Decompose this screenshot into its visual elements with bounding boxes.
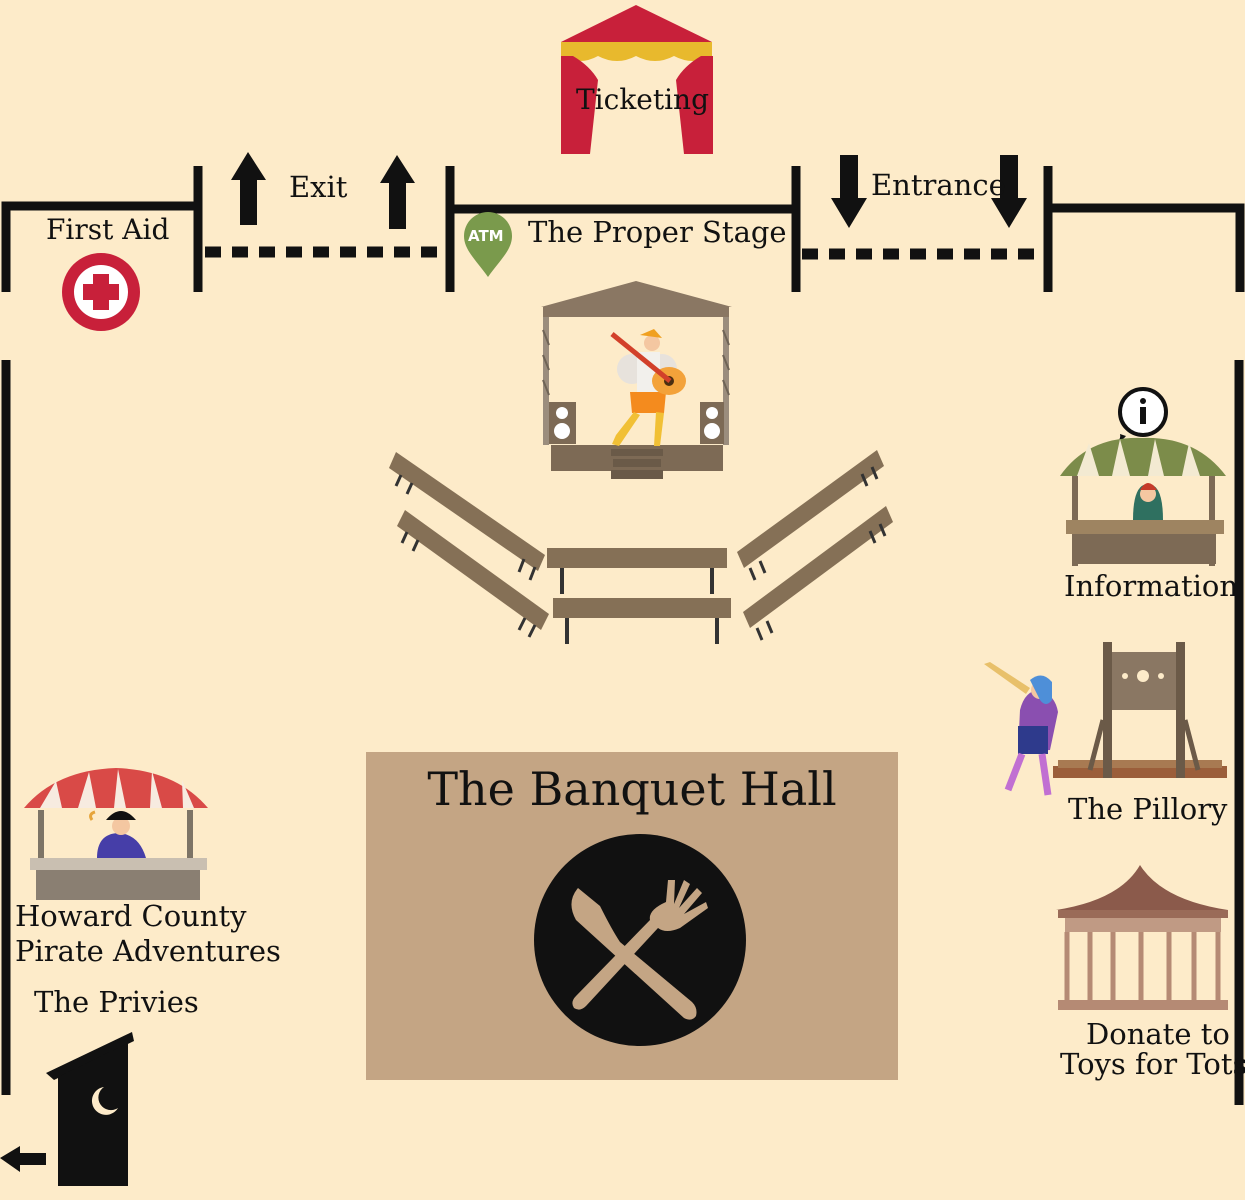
tent-icon bbox=[561, 5, 713, 154]
stage-label: The Proper Stage bbox=[528, 215, 787, 249]
privies-label: The Privies bbox=[34, 985, 199, 1019]
pirate-label-line2: Pirate Adventures bbox=[15, 934, 281, 968]
pillory-label: The Pillory bbox=[1068, 792, 1228, 826]
bench-upper-left bbox=[389, 452, 545, 581]
banquet-hall: The Banquet Hall bbox=[366, 752, 898, 1080]
exit-arrow-right bbox=[380, 155, 415, 229]
first-aid-cross-icon bbox=[62, 253, 140, 331]
pillory-icon bbox=[1053, 642, 1227, 778]
first-aid-label: First Aid bbox=[46, 213, 170, 246]
trumpeter-icon bbox=[984, 662, 1058, 796]
information-label: Information bbox=[1064, 569, 1239, 603]
gazebo-icon bbox=[1056, 865, 1228, 1010]
pirate-booth-icon bbox=[24, 768, 208, 900]
bench-lower-left bbox=[397, 510, 549, 638]
bench-lower-center bbox=[553, 598, 731, 644]
atm-pin-icon bbox=[464, 212, 512, 277]
perimeter-walls bbox=[1, 166, 1245, 1105]
bench-upper-right bbox=[737, 450, 884, 581]
left-arrow-icon bbox=[0, 1146, 46, 1172]
toys-label-line1: Donate to bbox=[1086, 1017, 1230, 1051]
gate-dashes bbox=[205, 246, 1046, 260]
stage-performer-icon bbox=[541, 281, 732, 479]
info-booth-icon bbox=[1060, 387, 1226, 566]
bench-lower-right bbox=[743, 506, 893, 641]
entrance-label: Entrance bbox=[871, 168, 1006, 202]
ticketing-label: Ticketing bbox=[576, 83, 710, 116]
atm-label: ATM bbox=[468, 227, 504, 245]
pirate-label-line1: Howard County bbox=[15, 899, 247, 933]
exit-label: Exit bbox=[289, 170, 348, 204]
outhouse-icon bbox=[46, 1032, 134, 1186]
bench-upper-center bbox=[547, 548, 727, 594]
banquet-hall-title: The Banquet Hall bbox=[427, 762, 837, 816]
toys-label-line2: Toys for Tots bbox=[1060, 1047, 1245, 1081]
bench-icon bbox=[389, 450, 893, 644]
entrance-arrow-right bbox=[991, 155, 1027, 228]
exit-arrow-left bbox=[231, 152, 266, 225]
entrance-arrow-left bbox=[831, 155, 867, 228]
